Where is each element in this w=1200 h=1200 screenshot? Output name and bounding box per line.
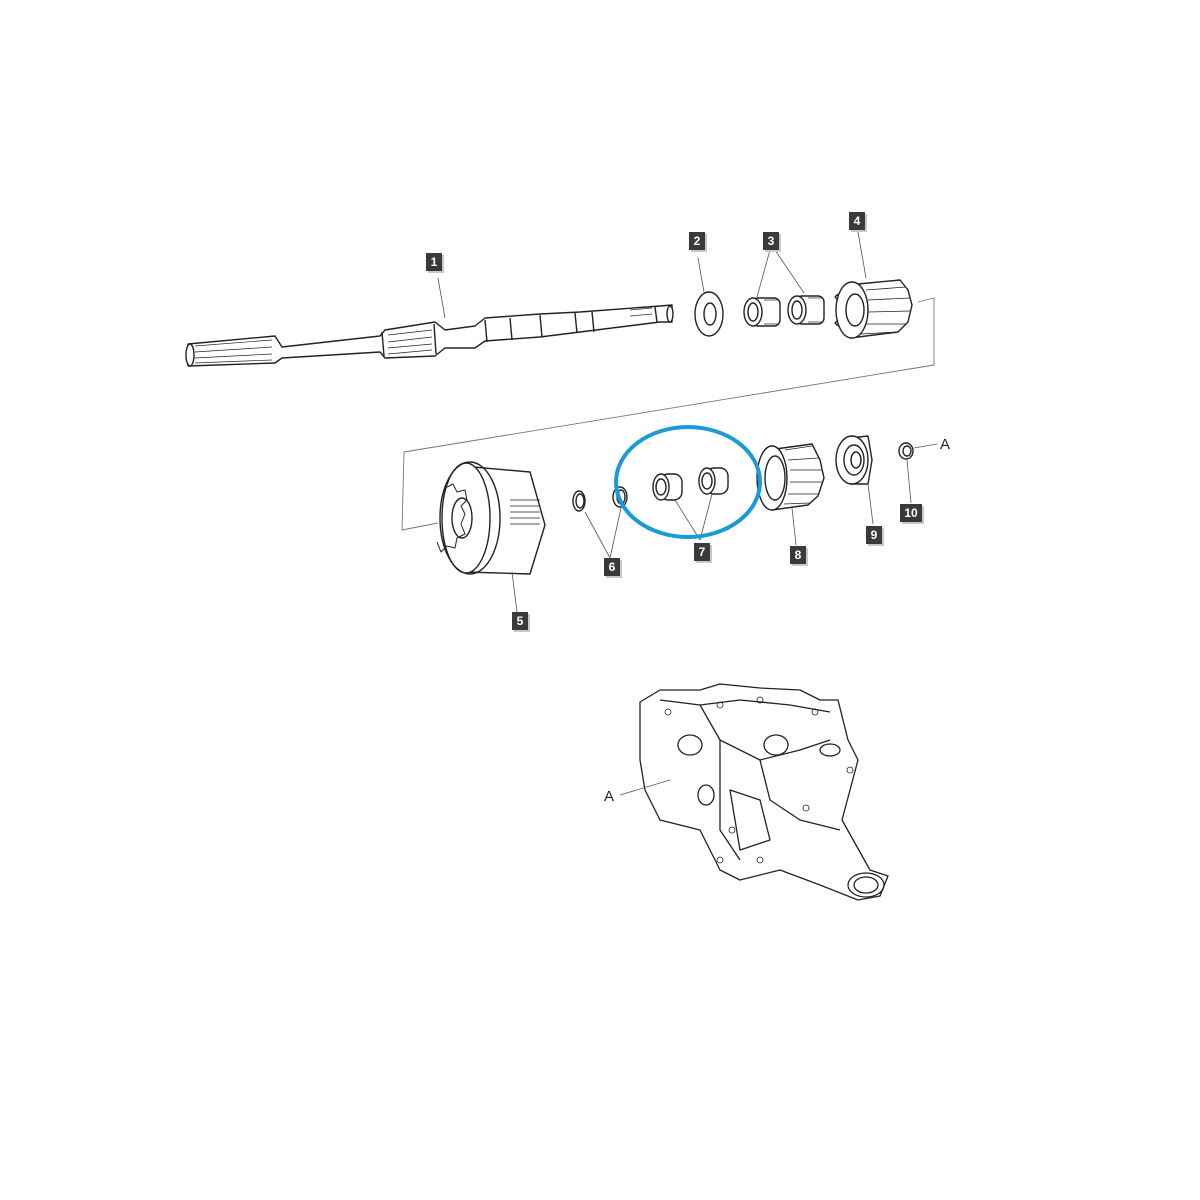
gear-part-4 [834, 279, 913, 339]
callout-2[interactable]: 2 [689, 232, 705, 250]
assembly-bracket [401, 297, 935, 531]
reference-a-exploded: A [940, 436, 951, 453]
callout-5[interactable]: 5 [512, 612, 528, 630]
reference-a-housing: A [604, 788, 615, 805]
callout-6[interactable]: 6 [604, 558, 620, 576]
callout-8[interactable]: 8 [790, 546, 806, 564]
clutch-pack-part-5 [436, 461, 546, 575]
callout-7[interactable]: 7 [694, 543, 710, 561]
needle-bearings-part-7 [652, 467, 729, 501]
callout-3[interactable]: 3 [763, 232, 779, 250]
callout-10[interactable]: 10 [900, 504, 922, 522]
gear-part-8 [756, 443, 825, 511]
needle-bearings-part-3 [743, 295, 825, 327]
callout-4[interactable]: 4 [849, 212, 865, 230]
ball-bearing-part-9 [835, 435, 873, 485]
washer-part-2 [694, 291, 724, 337]
highlight-ellipse [614, 425, 762, 539]
shaft-part-1 [185, 304, 674, 367]
callout-1[interactable]: 1 [426, 253, 442, 271]
callout-9[interactable]: 9 [866, 526, 882, 544]
transmission-housing [639, 683, 889, 901]
ring-part-10 [898, 442, 914, 460]
leader-lines [437, 231, 938, 796]
